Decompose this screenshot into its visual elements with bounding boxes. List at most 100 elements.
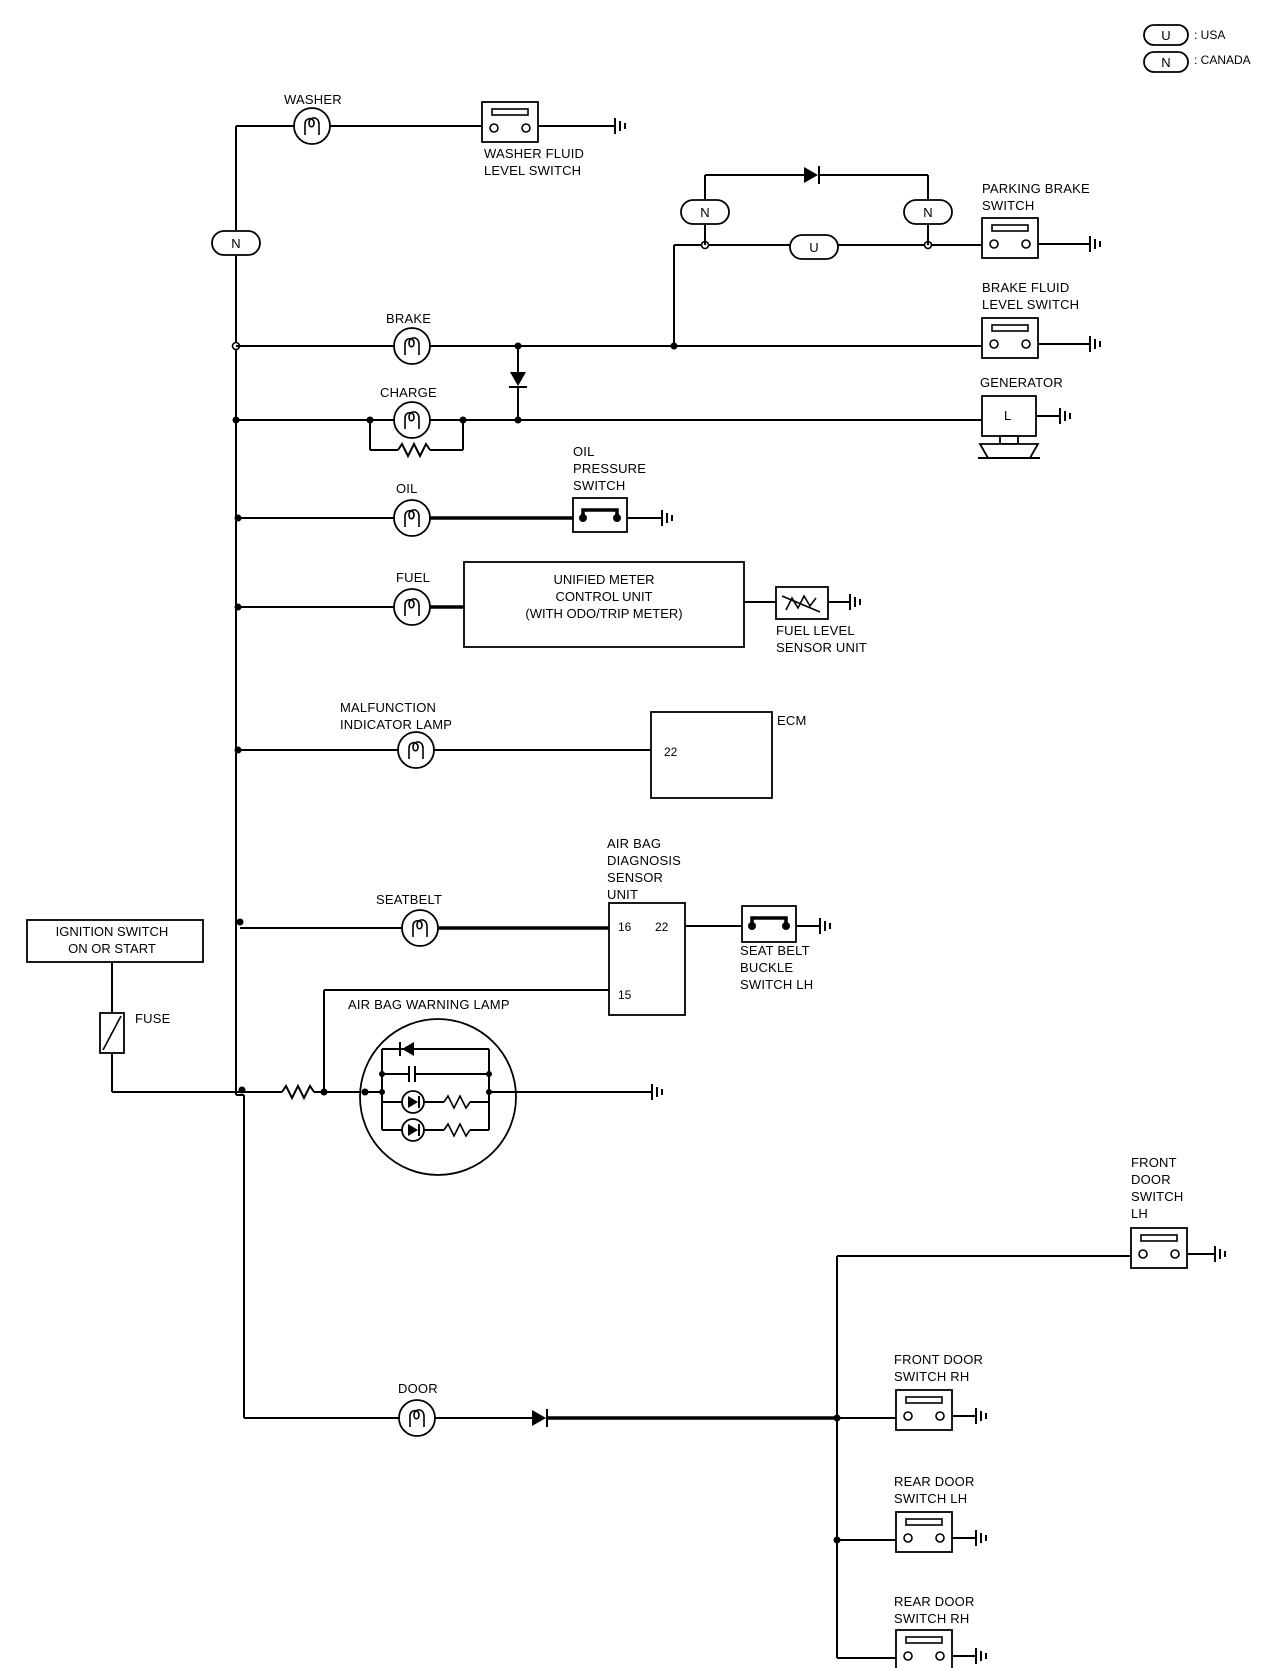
charge-label: CHARGE: [380, 385, 437, 400]
oil-lamp-icon: [393, 499, 431, 537]
door-circuit: DOOR FRONT DOOR SWITCH LH FRONT DOOR SWI…: [244, 1155, 1226, 1668]
air-bag-diagnosis-sensor-unit: [608, 902, 686, 1016]
mil-circuit: MALFUNCTION INDICATOR LAMP 22 ECM: [238, 700, 807, 799]
charge-circuit: CHARGE L GENERATOR: [236, 346, 1071, 459]
rear-door-switch-lh-icon: [895, 1511, 953, 1553]
ground-icon: [661, 509, 673, 527]
washer-fluid-switch-icon: [481, 101, 539, 143]
parking-brake-switch-icon: [981, 217, 1039, 259]
seat-belt-buckle-switch-icon: [741, 905, 797, 943]
main-bus: [231, 126, 246, 1418]
rear-door-switch-rh-icon: [895, 1629, 953, 1668]
washer-switch-label-1: WASHER FLUID: [484, 146, 584, 161]
ground-icon: [849, 593, 861, 611]
oil-switch-label-3: SWITCH: [573, 478, 625, 493]
mil-label-2: INDICATOR LAMP: [340, 717, 452, 732]
air-bag-warning-lamp-icon: [359, 1018, 517, 1176]
ecm-label: ECM: [777, 713, 807, 728]
washer-circuit: WASHER WASHER FLUID LEVEL SWITCH N: [211, 92, 626, 256]
legend-canada-text: : CANADA: [1194, 53, 1251, 67]
brake-circuit: BRAKE BRAKE FLUID LEVEL SWITCH U N N PAR…: [236, 166, 1101, 365]
malfunction-indicator-lamp-icon: [397, 731, 435, 769]
airbag-unit-label-2: DIAGNOSIS: [607, 853, 681, 868]
front-rh-label-1: FRONT DOOR: [894, 1352, 983, 1367]
brake-fluid-label-2: LEVEL SWITCH: [982, 297, 1079, 312]
charge-lamp-icon: [393, 401, 431, 439]
front-rh-label-2: SWITCH RH: [894, 1369, 969, 1384]
parking-brake-label-1: PARKING BRAKE: [982, 181, 1090, 196]
front-lh-label-3: SWITCH: [1131, 1189, 1183, 1204]
oil-label: OIL: [396, 481, 418, 496]
door-label: DOOR: [398, 1381, 438, 1396]
meter-label-1: UNIFIED METER: [553, 572, 654, 587]
mil-label-1: MALFUNCTION: [340, 700, 436, 715]
generator-icon: [981, 395, 1037, 437]
airbag-lamp-circuit: AIR BAG WARNING LAMP: [281, 989, 663, 1176]
usa-legend-connector: [1143, 24, 1189, 46]
buckle-label-1: SEAT BELT: [740, 943, 810, 958]
ignition-label-1: IGNITION SWITCH: [56, 924, 169, 939]
rear-rh-label-2: SWITCH RH: [894, 1611, 969, 1626]
ground-icon: [819, 917, 831, 935]
ignition-switch-box: [26, 919, 204, 963]
brake-fluid-label-1: BRAKE FLUID: [982, 280, 1069, 295]
rear-rh-label-1: REAR DOOR: [894, 1594, 975, 1609]
ground-icon: [975, 1407, 987, 1425]
ground-icon: [651, 1083, 663, 1101]
buckle-label-3: SWITCH LH: [740, 977, 813, 992]
ignition-label-2: ON OR START: [68, 941, 156, 956]
fuel-sensor-label-1: FUEL LEVEL: [776, 623, 855, 638]
ground-icon: [1089, 335, 1101, 353]
rear-lh-label-2: SWITCH LH: [894, 1491, 967, 1506]
ground-icon: [975, 1529, 987, 1547]
resistor-icon: [397, 441, 431, 459]
parking-brake-label-2: SWITCH: [982, 198, 1034, 213]
airbag-unit-label-4: UNIT: [607, 887, 638, 902]
fuel-level-sensor-icon: [775, 586, 829, 620]
fuel-sensor-label-2: SENSOR UNIT: [776, 640, 867, 655]
legend: U : USA N : CANADA: [1143, 24, 1251, 73]
seatbelt-circuit: SEATBELT 16 22 15 AIR BAG DIAGNOSIS SENS…: [240, 836, 831, 1016]
rear-lh-label-1: REAR DOOR: [894, 1474, 975, 1489]
diode-icon: [804, 167, 818, 183]
connector-u-label: U: [809, 240, 818, 255]
ground-icon: [975, 1647, 987, 1665]
ground-icon: [1089, 235, 1101, 253]
washer-lamp-icon: [293, 107, 331, 145]
meter-label-3: (WITH ODO/TRIP METER): [525, 606, 682, 621]
connector-n-label: N: [923, 205, 932, 220]
front-door-switch-lh-icon: [1130, 1227, 1188, 1269]
unified-meter-control-unit: [463, 561, 745, 648]
seatbelt-lamp-icon: [401, 909, 439, 947]
washer-switch-label-2: LEVEL SWITCH: [484, 163, 581, 178]
brake-fluid-level-switch-icon: [981, 317, 1039, 359]
buckle-label-2: BUCKLE: [740, 960, 793, 975]
legend-canada-code: N: [1161, 55, 1170, 70]
front-lh-label-1: FRONT: [1131, 1155, 1177, 1170]
brake-label: BRAKE: [386, 311, 431, 326]
connector-n-label: N: [700, 205, 709, 220]
oil-switch-label-2: PRESSURE: [573, 461, 646, 476]
fuel-label: FUEL: [396, 570, 430, 585]
front-lh-label-2: DOOR: [1131, 1172, 1171, 1187]
door-lamp-icon: [398, 1399, 436, 1437]
ground-icon: [1214, 1245, 1226, 1263]
ecm-pin: 22: [664, 745, 678, 759]
ecm-box: [650, 711, 773, 799]
ignition-circuit: IGNITION SWITCH ON OR START FUSE: [26, 919, 282, 1093]
seatbelt-label: SEATBELT: [376, 892, 442, 907]
legend-usa-text: : USA: [1194, 28, 1225, 42]
connector-n-label: N: [231, 236, 240, 251]
airbag-unit-label-1: AIR BAG: [607, 836, 661, 851]
ground-icon: [1059, 407, 1071, 425]
pin-15: 15: [618, 988, 632, 1002]
legend-usa-code: U: [1161, 28, 1170, 43]
brake-lamp-icon: [393, 327, 431, 365]
oil-switch-label-1: OIL: [573, 444, 595, 459]
diode-icon: [510, 372, 526, 386]
front-door-switch-rh-icon: [895, 1389, 953, 1431]
meter-label-2: CONTROL UNIT: [555, 589, 652, 604]
ground-icon: [614, 117, 626, 135]
resistor-icon: [281, 1083, 315, 1101]
